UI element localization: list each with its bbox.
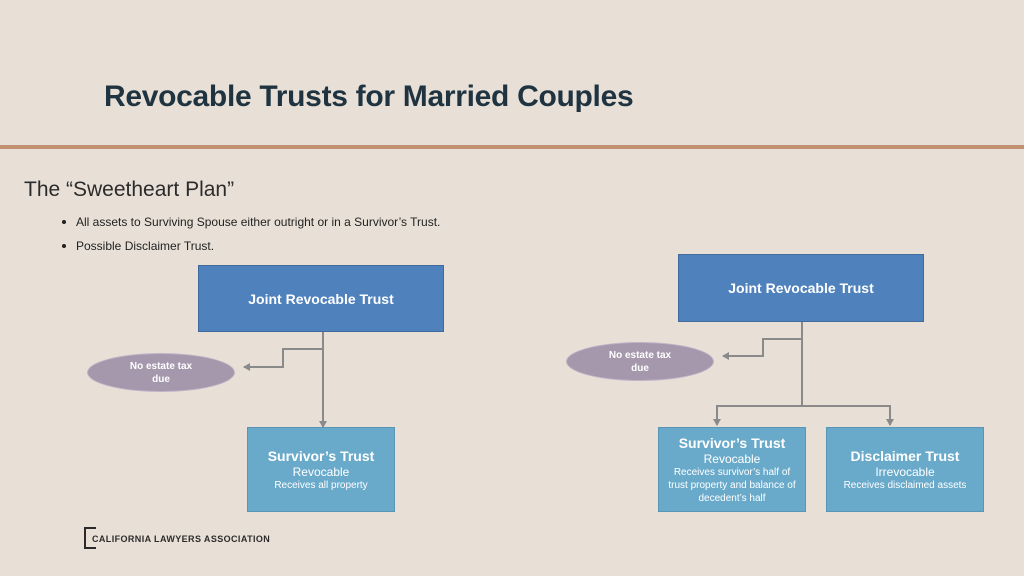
bullet-item: All assets to Surviving Spouse either ou… [60, 214, 440, 238]
left-survivor-title: Survivor’s Trust [267, 447, 375, 464]
bullet-item: Possible Disclaimer Trust. [60, 238, 440, 262]
left-no-tax-ellipse: No estate tax due [87, 353, 235, 392]
left-joint-trust-label: Joint Revocable Trust [248, 290, 394, 307]
left-survivor-desc: Receives all property [274, 479, 368, 491]
right-survivor-title: Survivor’s Trust [678, 434, 786, 451]
disclaimer-desc: Receives disclaimed assets [843, 479, 967, 491]
slide-title: Revocable Trusts for Married Couples [104, 80, 634, 113]
disclaimer-trust-box: Disclaimer Trust Irrevocable Receives di… [826, 427, 984, 512]
disclaimer-title: Disclaimer Trust [850, 447, 960, 464]
right-survivor-desc: Receives survivor’s half of trust proper… [668, 466, 796, 504]
right-tax-connector [722, 338, 802, 360]
title-divider [0, 145, 1024, 149]
right-no-tax-label: No estate tax due [608, 349, 672, 374]
left-joint-trust-box: Joint Revocable Trust [198, 265, 444, 332]
right-no-tax-ellipse: No estate tax due [566, 342, 714, 381]
logo-text: CALIFORNIA LAWYERS ASSOCIATION [92, 534, 271, 544]
right-survivor-trust-box: Survivor’s Trust Revocable Receives surv… [658, 427, 806, 512]
logo-bracket-icon [84, 527, 96, 549]
right-joint-trust-label: Joint Revocable Trust [728, 280, 874, 296]
left-survivor-type: Revocable [292, 464, 350, 479]
right-joint-trust-box: Joint Revocable Trust [678, 254, 924, 322]
bullet-list: All assets to Surviving Spouse either ou… [60, 214, 440, 262]
section-subtitle: The “Sweetheart Plan” [24, 178, 235, 201]
right-survivor-type: Revocable [703, 451, 761, 466]
left-tax-connector [243, 348, 323, 371]
left-no-tax-label: No estate tax due [129, 360, 193, 385]
disclaimer-type: Irrevocable [875, 464, 935, 479]
left-survivor-trust-box: Survivor’s Trust Revocable Receives all … [247, 427, 395, 512]
